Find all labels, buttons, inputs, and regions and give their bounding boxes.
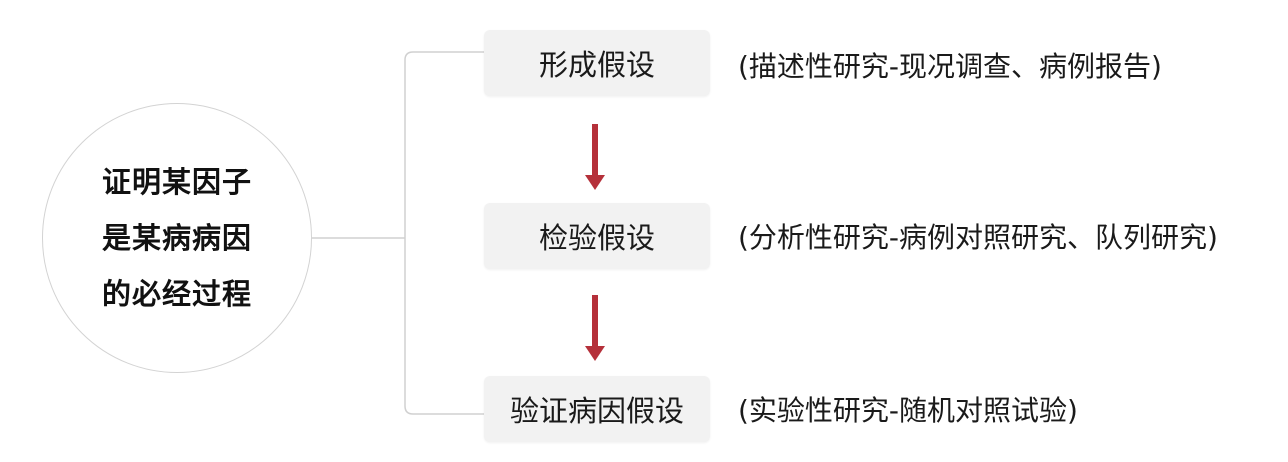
arrow-2 (585, 295, 605, 361)
center-line-2: 是某病病因 (101, 221, 252, 255)
note-analytic-study: (分析性研究-病例对照研究、队列研究) (738, 221, 1218, 254)
step-test-hypothesis: 检验假设 (484, 203, 710, 269)
step-form-hypothesis: 形成假设 (484, 30, 710, 96)
step-verify-hypothesis: 验证病因假设 (484, 376, 710, 442)
center-line-1: 证明某因子 (101, 165, 252, 199)
note-experimental-study: (实验性研究-随机对照试验) (738, 394, 1078, 427)
center-circle: 证明某因子 是某病病因 的必经过程 (42, 103, 312, 373)
bracket-connector (404, 51, 484, 415)
arrow-1 (585, 124, 605, 190)
center-line-3: 的必经过程 (101, 277, 252, 311)
note-descriptive-study: (描述性研究-现况调查、病例报告) (738, 50, 1162, 83)
